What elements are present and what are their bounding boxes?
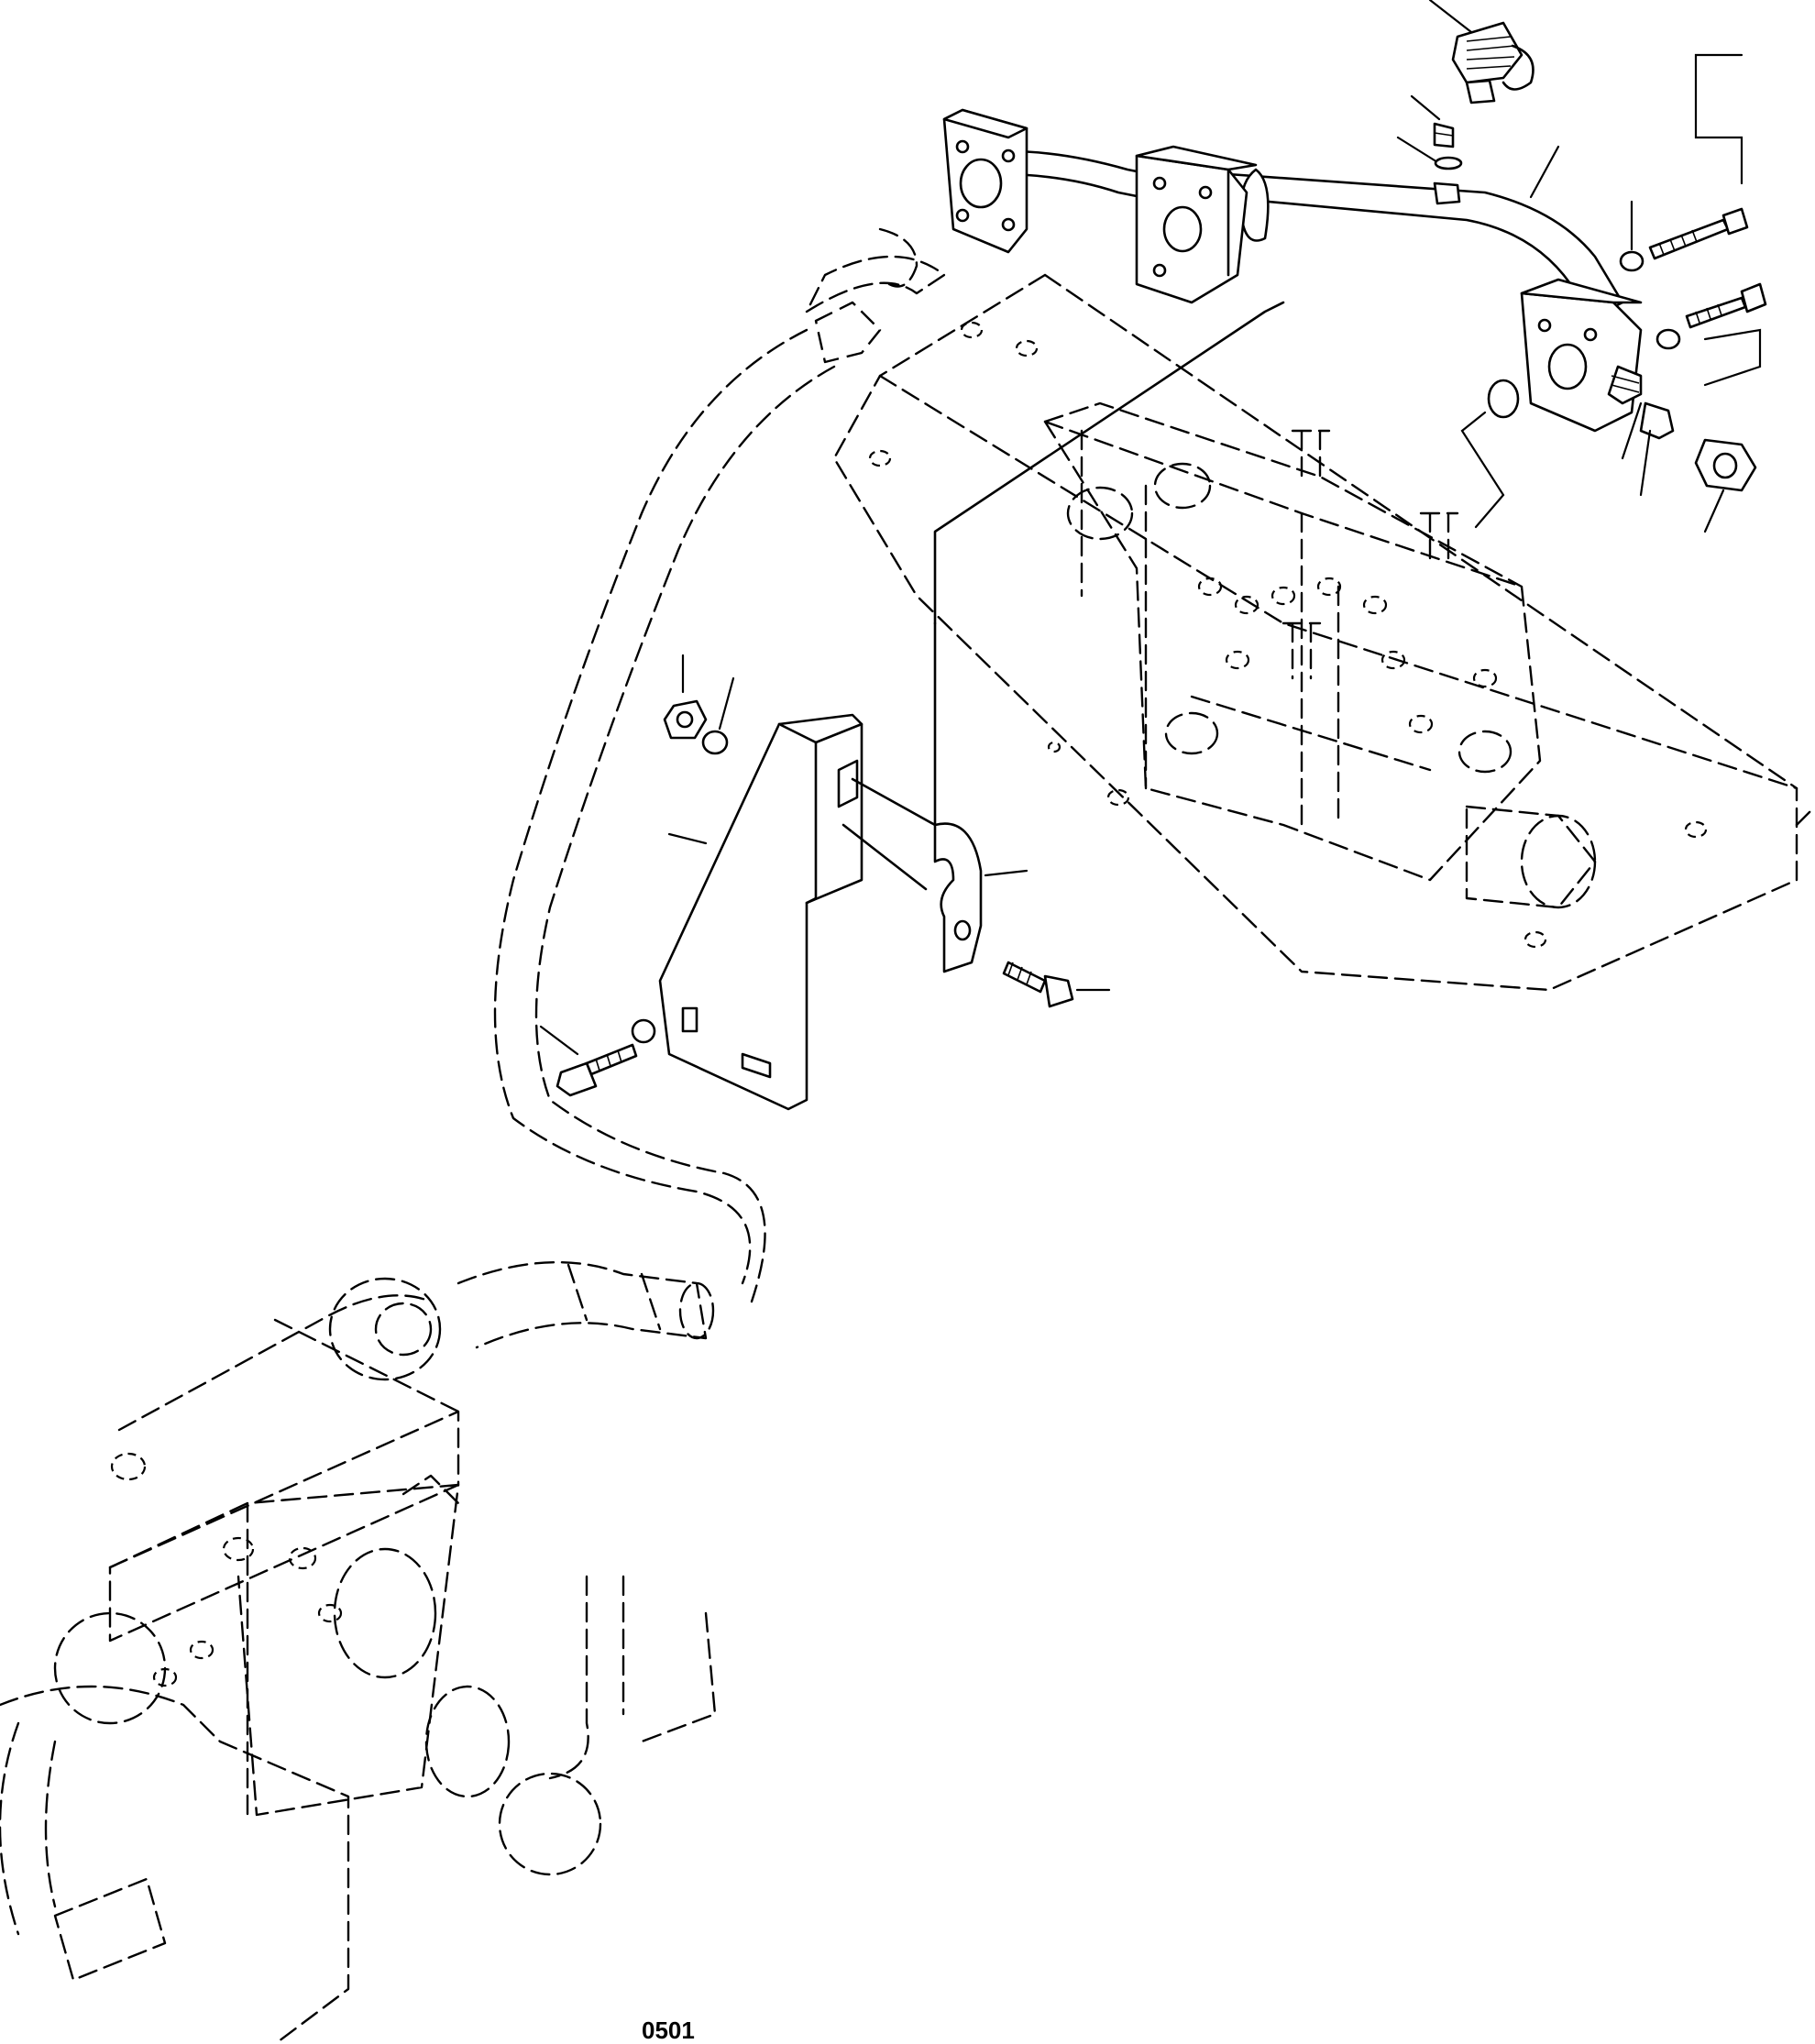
clamp-guide-lines [842,621,937,891]
o-ring-block [1487,379,1520,419]
washer-lower [1656,328,1681,350]
hose-bracket [658,713,864,1111]
coupling-leader [1428,0,1473,34]
control-valve [1043,401,1597,909]
seal-plug [1433,181,1461,205]
bracket-leader [667,832,708,845]
bolt-bracket [556,1043,638,1097]
plug [1639,401,1675,440]
plug-leader [1639,429,1652,497]
test-fitting [1607,365,1643,405]
figure-code: 0501 [642,2017,695,2044]
hex-nut-bracket [663,699,708,740]
tube-leader [1529,145,1560,199]
o-ring-top [1434,156,1463,170]
split-flange-block [1135,145,1258,304]
washer-bolt-bracket [631,1018,656,1044]
bolt-bracket-leader [539,1025,579,1056]
bolt-clamp [1002,961,1074,1008]
lower-hose [456,1260,715,1349]
washer-bracket [701,730,729,755]
flange-bolt-upper [1648,207,1749,260]
leader-lines [539,0,1762,1056]
pressure-tube [933,149,1624,625]
fitting-leader [1621,401,1643,460]
p-clamp [933,822,983,973]
clamp-leader [984,869,1028,877]
oring-block-leader [1460,411,1505,529]
oring-leader [1396,136,1436,162]
adapter-fitting [1433,122,1455,148]
hydraulic-hose [493,227,946,1303]
square-flange-left [942,108,1028,254]
mounting-plate [832,273,1815,992]
quick-coupler [1451,21,1534,104]
washer-upper [1619,250,1644,272]
pump-assembly [0,1277,717,2044]
hex-nut-right [1694,438,1757,492]
flange-block-right [1520,278,1643,433]
bolt-top-leader [1694,53,1744,185]
washer-bracket-leader [718,676,735,731]
nut-leader [1703,328,1762,387]
hexnut-leader [1703,489,1725,533]
washer-leader [1410,94,1441,121]
flange-bolt-lower [1685,282,1767,329]
